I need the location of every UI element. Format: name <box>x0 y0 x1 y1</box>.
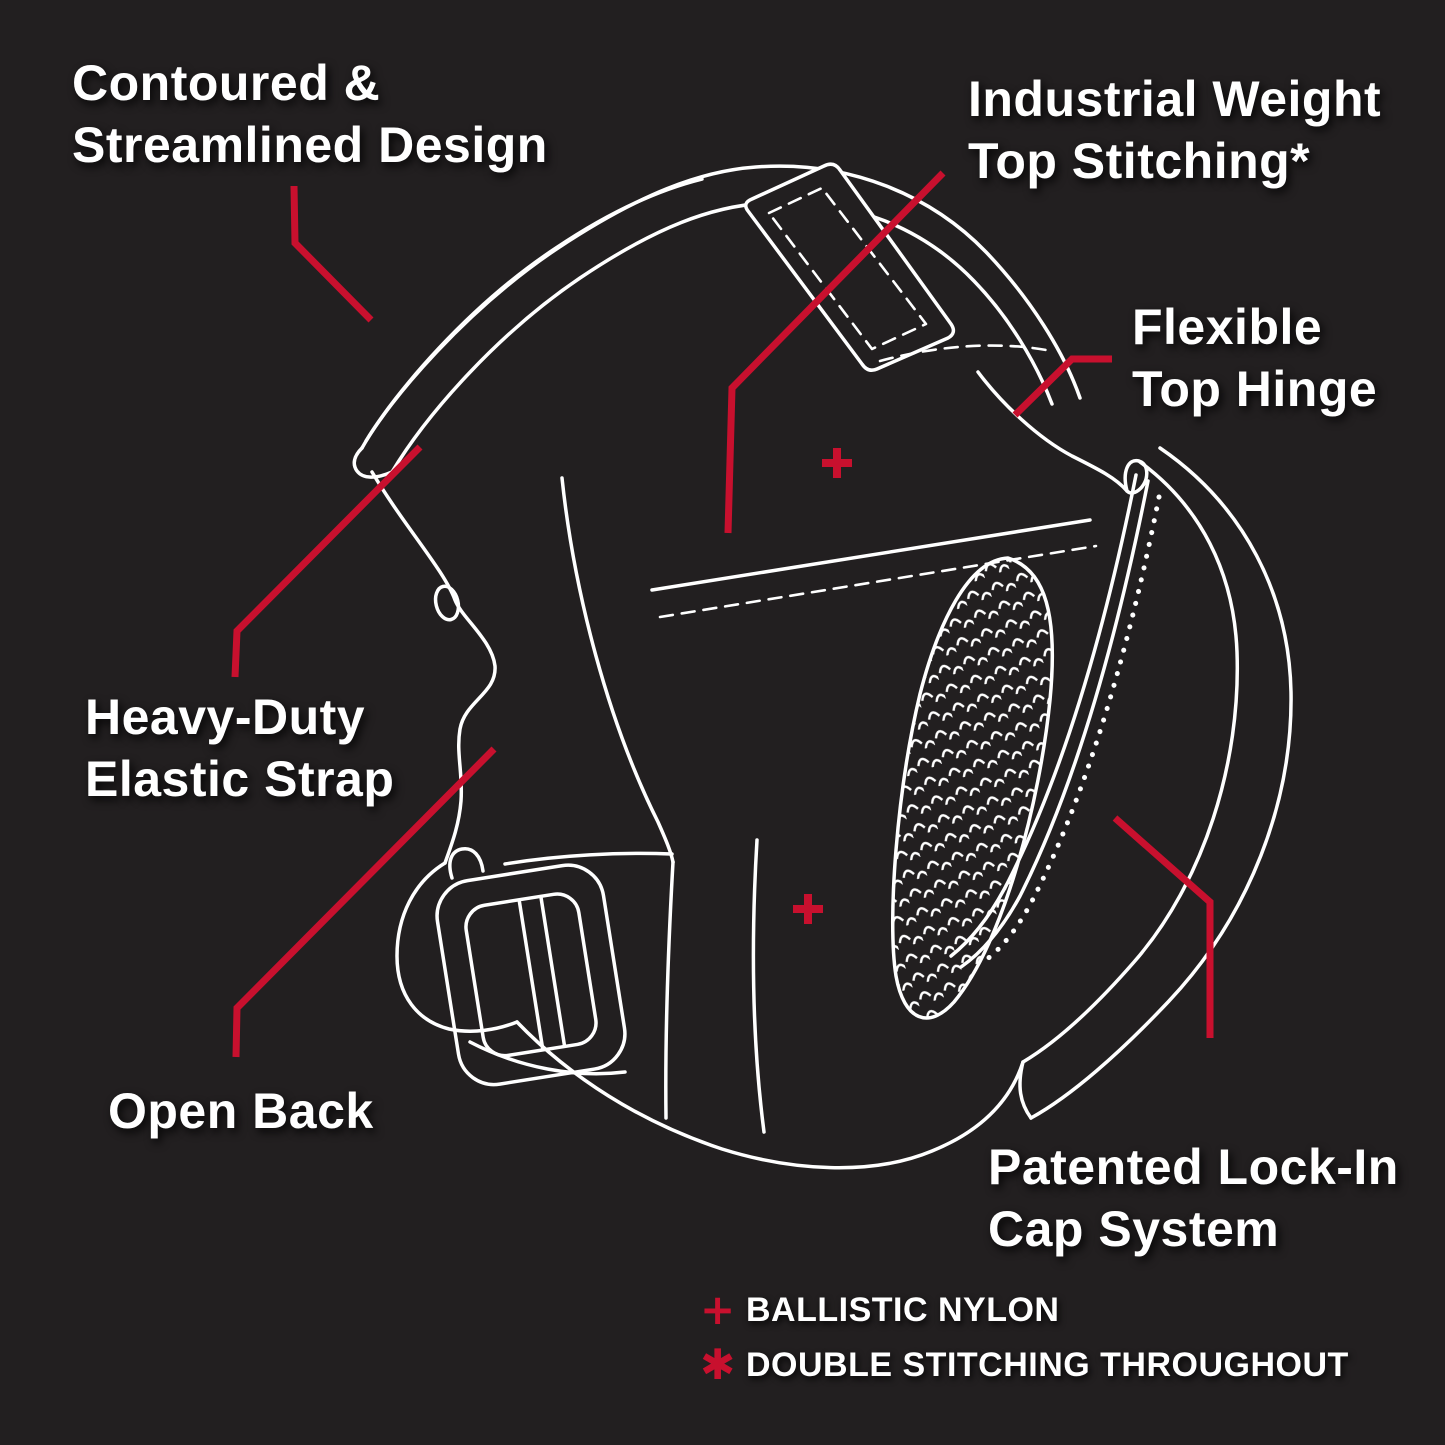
callout-line-heavy-duty <box>231 444 423 678</box>
open-back-contour <box>370 470 497 865</box>
callout-line-flexible <box>1012 355 1112 418</box>
plus-icon <box>822 448 852 478</box>
white-line-art <box>352 162 1293 1170</box>
label-line: Heavy-Duty <box>85 689 366 745</box>
callout-line-patented <box>1112 815 1214 1038</box>
top-hinge-saddle <box>976 370 1129 493</box>
label-line: Cap System <box>988 1201 1280 1257</box>
buckle-housing <box>395 861 519 1033</box>
legend-item-ballistic-nylon: + BALLISTIC NYLON <box>700 1288 1349 1332</box>
label-line: Top Stitching* <box>968 133 1311 189</box>
top-band-outer-double-line <box>364 177 704 443</box>
legend: + BALLISTIC NYLON ✱ DOUBLE STITCHING THR… <box>700 1288 1349 1398</box>
label-contoured-streamlined-design: Contoured & Streamlined Design <box>72 52 548 176</box>
callout-line-contoured <box>290 185 374 323</box>
asterisk-icon: ✱ <box>700 1340 736 1389</box>
callout-lines <box>231 170 1214 1058</box>
buckle-inner-frame <box>464 892 598 1058</box>
strap-anchor <box>433 584 461 622</box>
cap-front-edge <box>1021 460 1240 1064</box>
top-band-end-cap <box>352 446 394 479</box>
label-line: Elastic Strap <box>85 751 395 807</box>
label-line: Flexible <box>1132 299 1323 355</box>
strap-top-edge <box>503 851 674 866</box>
label-line: Top Hinge <box>1132 361 1378 417</box>
velcro-tab-stitching <box>767 186 928 351</box>
strap-roller <box>448 847 485 880</box>
body-seam-stitching <box>658 544 1098 619</box>
legend-item-double-stitching: ✱ DOUBLE STITCHING THROUGHOUT <box>700 1343 1349 1387</box>
legend-text: DOUBLE STITCHING THROUGHOUT <box>746 1346 1349 1384</box>
label-flexible-top-hinge: Flexible Top Hinge <box>1132 296 1377 420</box>
label-patented-lock-in-cap-system: Patented Lock-In Cap System <box>988 1136 1399 1260</box>
feature-markers <box>793 448 852 924</box>
top-band-inner-edge <box>390 200 1054 474</box>
strap-below-buckle <box>468 1040 627 1076</box>
textured-grip-panel <box>890 556 1055 1020</box>
legend-text: BALLISTIC NYLON <box>746 1291 1060 1329</box>
label-heavy-duty-elastic-strap: Heavy-Duty Elastic Strap <box>85 686 394 810</box>
label-line: Streamlined Design <box>72 117 548 173</box>
cap-stitch-scallop <box>977 494 1162 967</box>
bottom-sweep <box>515 1020 1025 1170</box>
lower-strap-left-edge <box>664 860 675 1120</box>
label-line: Patented Lock-In <box>988 1139 1399 1195</box>
body-seam <box>650 518 1092 592</box>
buckle <box>435 863 627 1087</box>
label-line: Contoured & <box>72 55 381 111</box>
plus-icon: + <box>700 1285 736 1334</box>
callout-line-open-back <box>232 746 497 1058</box>
buckle-outer-frame <box>435 863 627 1087</box>
plus-icon <box>793 894 823 924</box>
label-line: Open Back <box>108 1083 374 1139</box>
buckle-divider <box>517 896 567 1050</box>
label-open-back: Open Back <box>108 1080 374 1142</box>
label-line: Industrial Weight <box>968 71 1382 127</box>
callout-line-industrial <box>724 170 946 534</box>
cap-outer-rim <box>1029 446 1293 1120</box>
front-panel-seam <box>560 476 675 864</box>
label-industrial-weight-top-stitching: Industrial Weight Top Stitching* <box>968 68 1381 192</box>
lower-strap-right-edge <box>751 838 766 1134</box>
